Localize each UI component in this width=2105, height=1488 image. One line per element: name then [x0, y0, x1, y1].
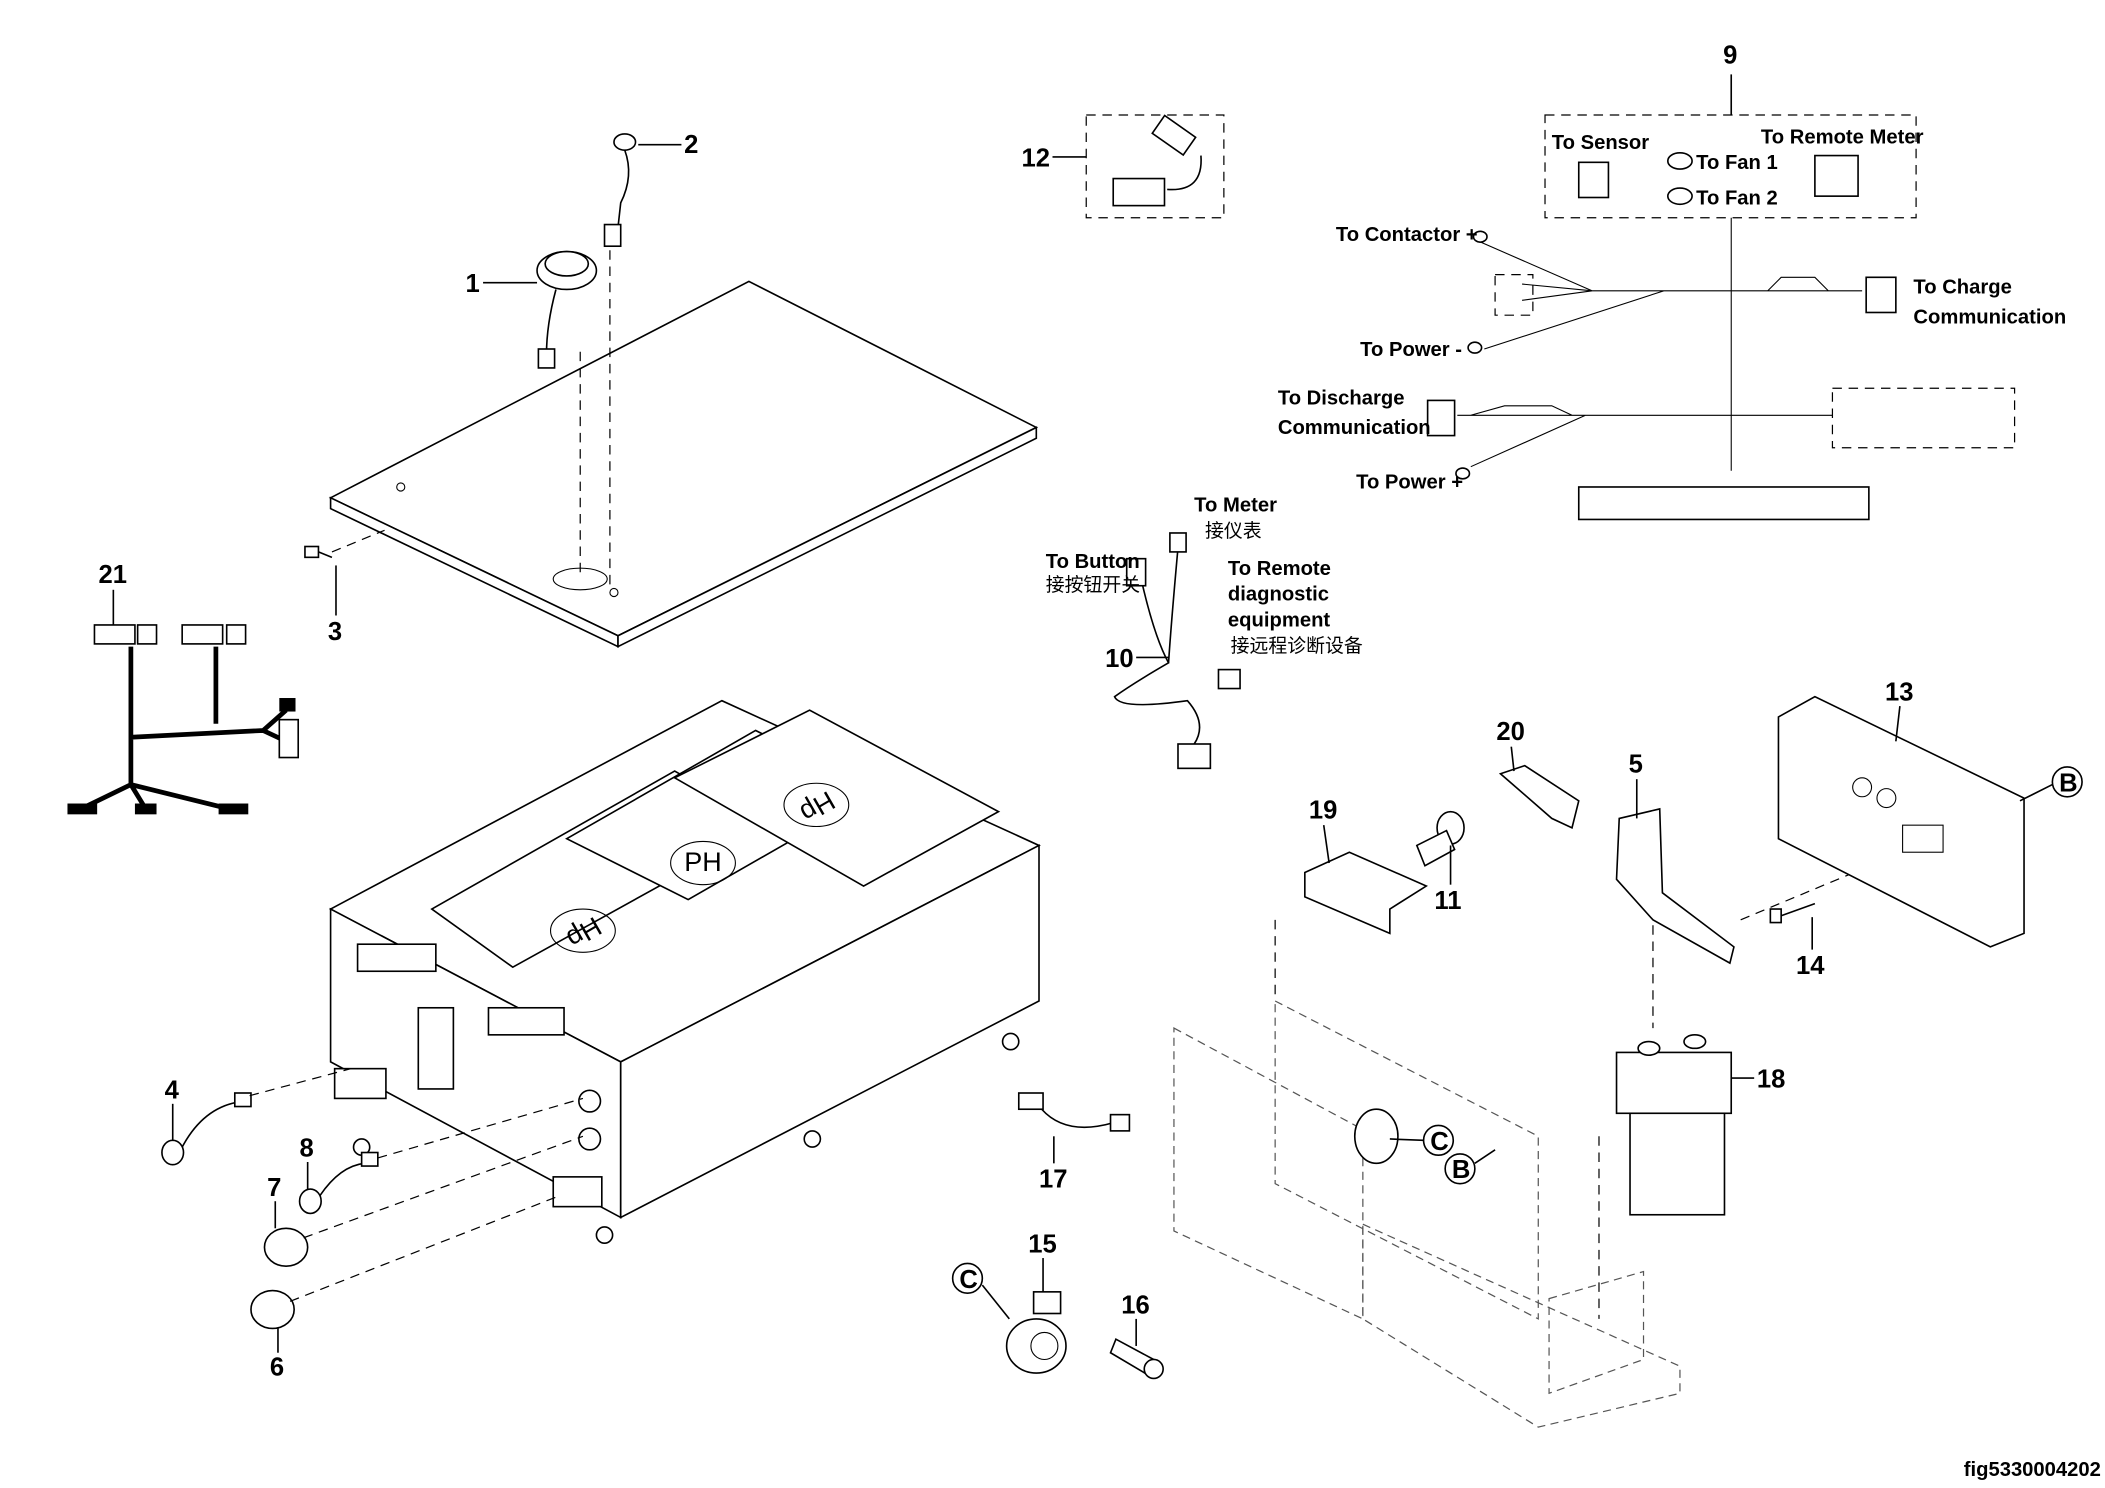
label-to-discharge-2: Communication [1278, 417, 1431, 439]
label-to-remote: To Remote [1228, 558, 1331, 580]
callout-4: 4 [165, 1076, 180, 1104]
fuse [1498, 764, 1580, 830]
label-to-button: To Button [1046, 551, 1140, 573]
callout-5: 5 [1629, 750, 1643, 778]
part-12-box [1085, 114, 1225, 219]
harness-8 [298, 1151, 379, 1215]
callout-14: 14 [1796, 952, 1825, 980]
label-to-remote-meter: To Remote Meter [1761, 126, 1924, 148]
label-to-sensor: To Sensor [1552, 132, 1650, 154]
callout-17: 17 [1039, 1166, 1068, 1194]
callout-21: 21 [99, 561, 128, 589]
harness-17 [1017, 1092, 1131, 1132]
bolt [304, 545, 333, 559]
label-to-fan1: To Fan 1 [1696, 152, 1778, 174]
harness-4 [161, 1092, 252, 1166]
callout-1: 1 [466, 270, 480, 298]
screw-16 [1109, 1338, 1164, 1380]
label-to-meter-cn: 接仪表 [1205, 520, 1262, 542]
bracket [1615, 807, 1735, 965]
battery-cover-lid [328, 280, 1039, 648]
callout-16: 16 [1121, 1291, 1150, 1319]
ref-c: C [1430, 1128, 1449, 1156]
label-to-remote-cn: 接远程诊断设备 [1231, 635, 1363, 657]
label-to-fan2: To Fan 2 [1696, 187, 1778, 209]
callout-11: 11 [1434, 887, 1461, 915]
callout-15: 15 [1028, 1231, 1057, 1259]
label-to-contactor-plus: To Contactor + [1336, 224, 1478, 246]
harness-9: To Sensor To Fan 1 To Fan 2 To Remote Me… [1278, 74, 2066, 521]
button-harness [603, 133, 637, 248]
label-to-button-cn: 接按钮开关 [1046, 574, 1141, 596]
callout-7: 7 [267, 1174, 281, 1202]
label-to-power-plus: To Power + [1356, 471, 1463, 493]
label-to-charge-2: Communication [1913, 306, 2066, 328]
callout-3: 3 [328, 618, 342, 646]
label-to-discharge: To Discharge [1278, 387, 1405, 409]
callouts: 1 2 3 4 5 6 7 8 9 10 11 12 13 14 15 16 1… [99, 42, 2083, 1382]
main-wiring-harness [67, 624, 300, 815]
ref-b: B [1452, 1156, 1471, 1184]
mounting-plate [1173, 1000, 1681, 1428]
controller-module [1112, 114, 1202, 207]
plug-7 [263, 1227, 309, 1267]
label-equipment: equipment [1228, 609, 1331, 631]
battery-box: Hp PH Hp [328, 699, 1041, 1244]
callout-9: 9 [1723, 42, 1737, 70]
label-to-charge: To Charge [1913, 277, 2012, 299]
callout-8: 8 [300, 1135, 314, 1163]
callout-20: 20 [1496, 718, 1525, 746]
callout-13: 13 [1885, 679, 1914, 707]
ref-b: B [2059, 769, 2078, 797]
fuse-holder [1304, 851, 1428, 935]
label-to-meter: To Meter [1194, 494, 1277, 516]
controller-13 [1777, 695, 2025, 948]
contactor [1598, 1034, 1733, 1319]
plug-6 [250, 1289, 295, 1330]
callout-10: 10 [1105, 645, 1134, 673]
fuse-pin [1415, 810, 1465, 867]
callout-18: 18 [1757, 1066, 1786, 1094]
figure-id: fig5330004202 [1964, 1459, 2101, 1481]
ref-c: C [959, 1266, 978, 1294]
bolt-14 [1769, 902, 1816, 924]
label-to-power-minus: To Power - [1360, 339, 1462, 361]
callout-12: 12 [1021, 144, 1050, 172]
callout-6: 6 [270, 1354, 284, 1382]
sensor-15 [1005, 1291, 1067, 1374]
cable-10 [1113, 532, 1241, 770]
callout-2: 2 [684, 131, 698, 159]
battery-meter [536, 250, 598, 369]
label-diagnostic: diagnostic [1228, 584, 1329, 606]
battery-label: PH [684, 847, 721, 877]
callout-19: 19 [1309, 796, 1338, 824]
cam-part [1353, 1108, 1399, 1165]
